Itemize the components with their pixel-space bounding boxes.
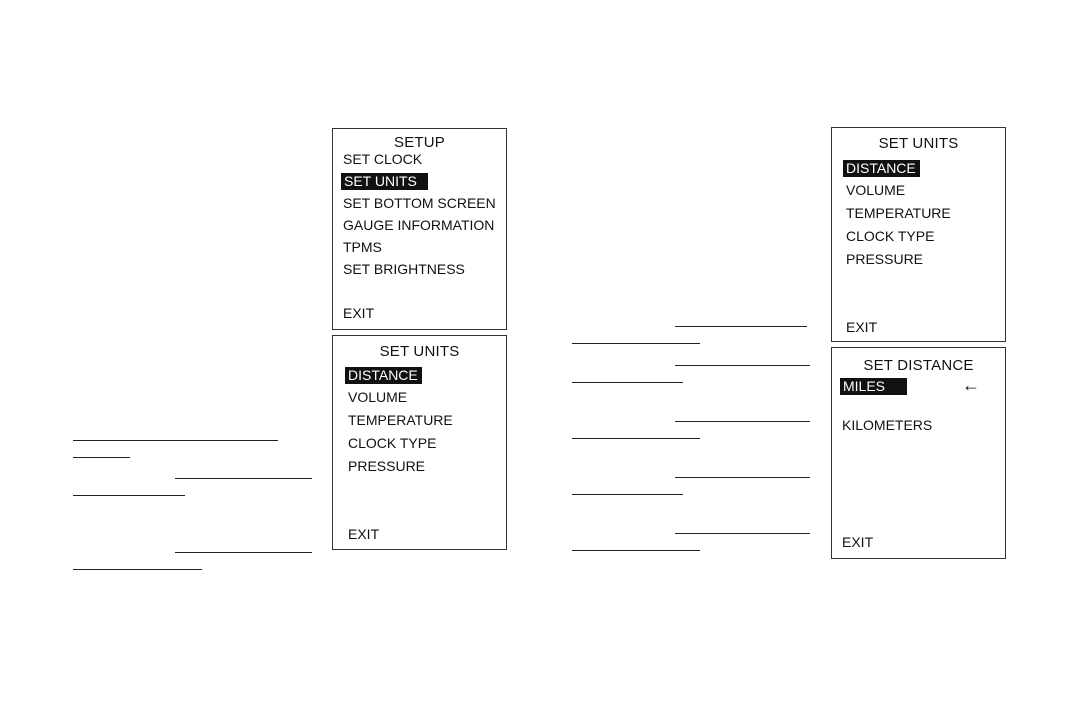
set-units-title: SET UNITS bbox=[379, 343, 460, 360]
menu-item-set-brightness[interactable]: SET BRIGHTNESS bbox=[343, 261, 465, 277]
menu-item-clock-type[interactable]: CLOCK TYPE bbox=[846, 228, 935, 244]
text-underline bbox=[675, 421, 810, 422]
text-underline bbox=[675, 477, 810, 478]
menu-item-volume[interactable]: VOLUME bbox=[348, 389, 408, 405]
set-units-screen-left: SET UNITS DISTANCE VOLUME TEMPERATURE CL… bbox=[332, 335, 507, 550]
menu-item-miles-selected[interactable]: MILES bbox=[840, 378, 907, 395]
text-underline bbox=[73, 569, 202, 570]
setup-title: SETUP bbox=[393, 134, 445, 151]
text-underline bbox=[572, 343, 700, 344]
menu-item-exit[interactable]: EXIT bbox=[842, 534, 874, 550]
text-underline bbox=[572, 382, 683, 383]
text-underline bbox=[73, 495, 185, 496]
menu-item-pressure[interactable]: PRESSURE bbox=[348, 458, 426, 474]
setup-screen: SETUP SET CLOCK SET UNITS SET BOTTOM SCR… bbox=[332, 128, 507, 330]
text-underline bbox=[175, 552, 312, 553]
set-distance-title: SET DISTANCE bbox=[863, 357, 974, 374]
menu-item-temperature[interactable]: TEMPERATURE bbox=[846, 205, 951, 221]
left-arrow-icon: ← bbox=[962, 375, 980, 395]
menu-item-set-units-selected[interactable]: SET UNITS bbox=[341, 173, 428, 190]
text-underline bbox=[73, 440, 278, 441]
text-underline bbox=[572, 550, 700, 551]
text-underline bbox=[73, 457, 130, 458]
menu-item-set-clock[interactable]: SET CLOCK bbox=[343, 151, 423, 167]
menu-item-tpms[interactable]: TPMS bbox=[343, 239, 382, 255]
menu-item-distance-selected[interactable]: DISTANCE bbox=[843, 160, 920, 177]
menu-item-pressure[interactable]: PRESSURE bbox=[846, 251, 924, 267]
menu-item-temperature[interactable]: TEMPERATURE bbox=[348, 412, 453, 428]
set-distance-screen: SET DISTANCE MILES ← KILOMETERS EXIT bbox=[831, 347, 1006, 559]
set-units-screen-right: SET UNITS DISTANCE VOLUME TEMPERATURE CL… bbox=[831, 127, 1006, 342]
menu-item-exit[interactable]: EXIT bbox=[846, 319, 878, 335]
menu-item-kilometers[interactable]: KILOMETERS bbox=[842, 417, 933, 433]
text-underline bbox=[675, 365, 810, 366]
text-underline bbox=[572, 494, 683, 495]
text-underline bbox=[675, 326, 807, 327]
menu-item-clock-type[interactable]: CLOCK TYPE bbox=[348, 435, 437, 451]
text-underline bbox=[175, 478, 312, 479]
text-underline bbox=[572, 438, 700, 439]
set-units-title: SET UNITS bbox=[878, 135, 959, 152]
menu-item-exit[interactable]: EXIT bbox=[348, 526, 380, 542]
menu-item-gauge-information[interactable]: GAUGE INFORMATION bbox=[343, 217, 495, 233]
menu-item-distance-selected[interactable]: DISTANCE bbox=[345, 367, 422, 384]
menu-item-exit[interactable]: EXIT bbox=[343, 305, 375, 321]
text-underline bbox=[675, 533, 810, 534]
menu-item-volume[interactable]: VOLUME bbox=[846, 182, 906, 198]
menu-item-set-bottom-screen[interactable]: SET BOTTOM SCREEN bbox=[343, 195, 496, 211]
